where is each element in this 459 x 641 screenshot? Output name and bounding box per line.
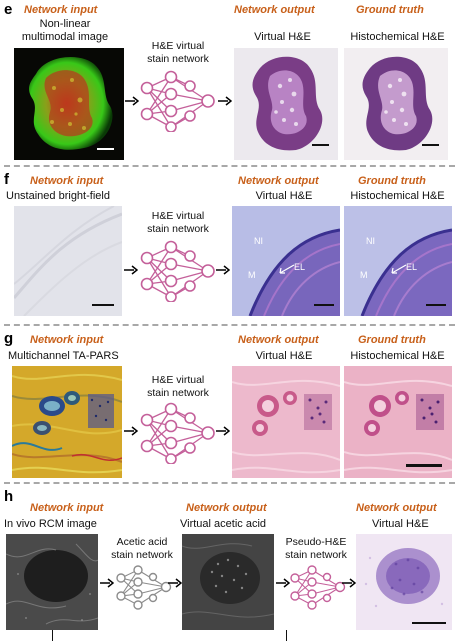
panel-g-truth-header: Ground truth [358, 334, 426, 346]
panel-f-output-image [232, 206, 340, 316]
panel-f-label: f [4, 171, 9, 188]
panel-f-output-subtitle: Virtual H&E [255, 190, 313, 202]
panel-f-truth-el: EL [406, 262, 418, 272]
panel-f-output-el-arrow [279, 264, 295, 274]
panel-f-output-el: EL [294, 262, 306, 272]
panel-e-network-icon [140, 70, 215, 132]
panel-h-input-subtitle: In vivo RCM image [4, 518, 97, 530]
panel-f-output-m: M [248, 270, 256, 280]
panel-g-label: g [4, 330, 14, 347]
panel-h-network2-label: Pseudo-H&E stain network [276, 536, 356, 561]
panel-f-truth-ni: NI [366, 236, 375, 246]
panel-f-truth-subtitle: Histochemical H&E [350, 190, 445, 202]
panel-h-input-image [6, 534, 98, 630]
panel-h-output2-subtitle: Virtual H&E [372, 518, 429, 530]
panel-f-arrow-out [216, 265, 230, 275]
panel-h-network1-icon [116, 565, 172, 610]
panel-g-arrow-in [124, 426, 138, 436]
panel-e-network-label: H&E virtual stain network [128, 40, 228, 65]
panel-h-arrow-2 [168, 578, 182, 588]
panel-e-output-header: Network output [234, 4, 315, 16]
panel-g-network-icon [140, 402, 215, 464]
panel-h-output1-pointer-line [286, 630, 287, 641]
panel-g-input-image [12, 366, 122, 478]
panel-h-label: h [4, 488, 14, 505]
panel-f-output-header: Network output [238, 175, 319, 187]
panel-f-network-label-2: stain network [147, 222, 209, 235]
panel-g-output-header: Network output [238, 334, 319, 346]
panel-h-arrow-1 [100, 578, 114, 588]
panel-f-input-image [14, 206, 122, 316]
panel-f-network-label-1: H&E virtual [151, 210, 205, 222]
panel-f-output-ni: NI [254, 236, 263, 246]
panel-h-arrow-3 [276, 578, 290, 588]
panel-e-input-header: Network input [24, 4, 98, 16]
panel-e-output-subtitle: Virtual H&E [254, 31, 311, 43]
panel-g-input-header: Network input [30, 334, 104, 346]
panel-g-truth-image [344, 366, 452, 478]
panel-f-arrow-in [124, 265, 138, 275]
panel-f-truth-image [344, 206, 452, 316]
panel-g-network-label-2: stain network [147, 386, 209, 399]
panel-h-input-header: Network input [30, 502, 104, 514]
panel-g-output-image [232, 366, 340, 478]
panel-h-network1-label-2: stain network [111, 548, 173, 561]
panel-e-input-image [14, 48, 124, 160]
panel-g-input-subtitle: Multichannel TA-PARS [8, 350, 119, 362]
panel-f-input-subtitle: Unstained bright-field [6, 190, 110, 202]
panel-h-network2-label-1: Pseudo-H&E [285, 536, 347, 548]
panel-g-network-label: H&E virtual stain network [128, 374, 228, 399]
panel-e-network-label-1: H&E virtual [151, 40, 205, 52]
panel-f-network-label: H&E virtual stain network [128, 210, 228, 235]
panel-e-truth-header: Ground truth [356, 4, 424, 16]
panel-h-output2-header: Network output [356, 502, 437, 514]
panel-h-network2-label-2: stain network [285, 548, 347, 561]
panel-g-network-label-1: H&E virtual [151, 374, 205, 386]
panel-e-output-image [234, 48, 338, 160]
panel-h-input-pointer-line [52, 630, 53, 641]
panel-f-network-icon [140, 240, 215, 302]
panel-e-input-subtitle-2: multimodal image [21, 31, 109, 43]
panel-g-output-subtitle: Virtual H&E [255, 350, 313, 362]
panel-e-label: e [4, 1, 13, 18]
panel-f-truth-el-arrow [391, 264, 407, 274]
panel-e-network-label-2: stain network [147, 52, 209, 65]
panel-g-arrow-out [216, 426, 230, 436]
panel-g-truth-subtitle: Histochemical H&E [350, 350, 445, 362]
panel-h-network2-icon [290, 565, 346, 610]
panel-h-output1-image [182, 534, 274, 630]
panel-h-network1-label: Acetic acid stain network [104, 536, 180, 561]
panel-h-output1-header: Network output [186, 502, 267, 514]
panel-f-input-header: Network input [30, 175, 104, 187]
divider-e-f [4, 165, 455, 167]
divider-g-h [4, 482, 455, 484]
panel-e-arrow-in [125, 96, 139, 106]
panel-e-truth-subtitle: Histochemical H&E [350, 31, 445, 43]
panel-h-output1-subtitle: Virtual acetic acid [180, 518, 267, 530]
divider-f-g [4, 324, 455, 326]
panel-h-network1-label-1: Acetic acid [116, 536, 168, 548]
panel-e-input-subtitle-1: Non-linear [39, 18, 91, 30]
panel-h-arrow-4 [342, 578, 356, 588]
panel-h-output2-image [356, 534, 452, 630]
panel-e-arrow-out [218, 96, 232, 106]
panel-e-truth-image [344, 48, 448, 160]
panel-f-truth-m: M [360, 270, 368, 280]
panel-f-truth-header: Ground truth [358, 175, 426, 187]
